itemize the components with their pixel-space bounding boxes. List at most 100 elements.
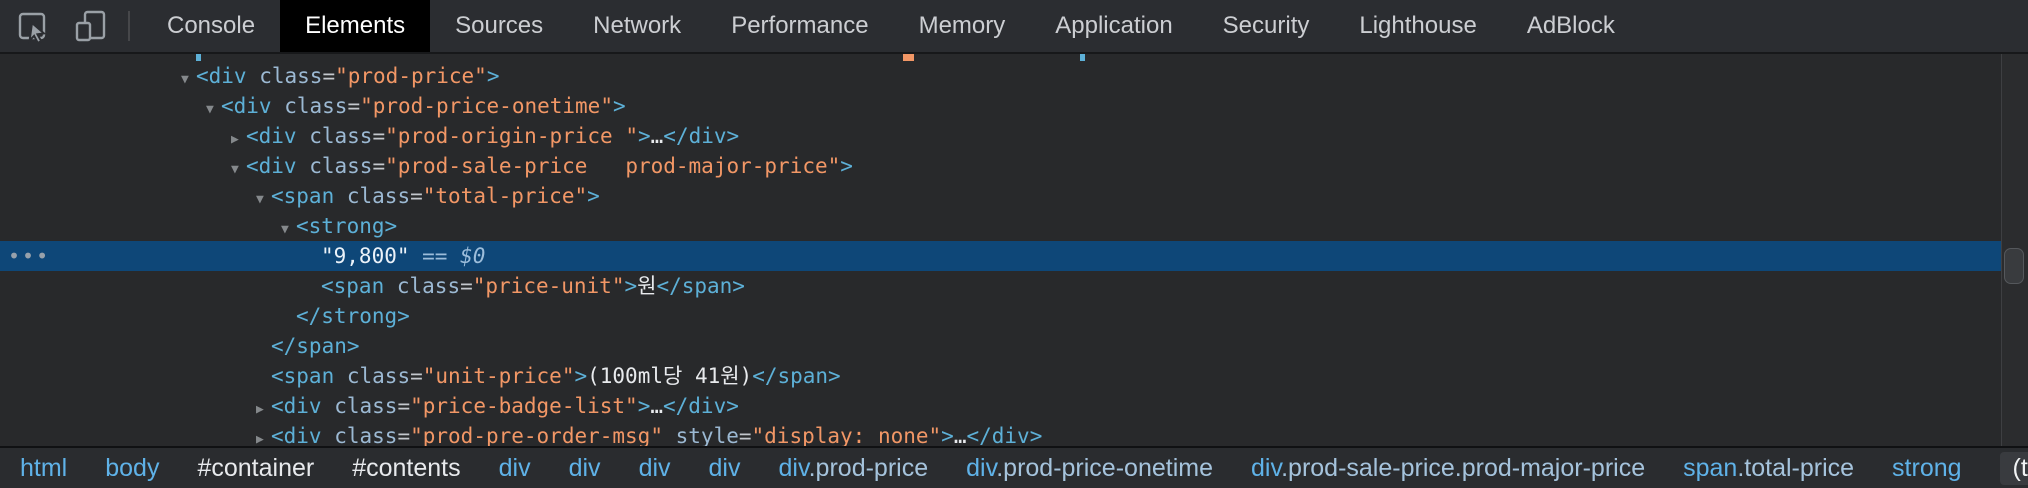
code-segment-eq: = (347, 94, 361, 118)
tree-row[interactable]: ▶<div class="price-badge-list">…</div> (0, 391, 2028, 421)
dom-tree-rows: ▼<div class="prod-price">▼<div class="pr… (0, 61, 2028, 446)
tab-sources[interactable]: Sources (455, 12, 544, 39)
code-segment-val: "prod-pre-order-msg" (410, 424, 663, 446)
tree-row[interactable]: ▼<div class="prod-sale-price prod-major-… (0, 151, 2028, 181)
clipped-text-fragment (903, 54, 914, 61)
code-segment-attr: style (675, 424, 739, 446)
tree-row[interactable]: <span class="unit-price">(100ml당 41원)</s… (0, 361, 2028, 391)
tab-security[interactable]: Security (1222, 12, 1310, 39)
breadcrumb-item[interactable]: #container (197, 454, 314, 483)
expand-arrow-down-icon[interactable]: ▼ (281, 222, 289, 237)
code-segment-tag: </div> (966, 424, 1043, 446)
expand-arrow-down-icon[interactable]: ▼ (256, 192, 264, 207)
breadcrumb-part-tag: div (498, 453, 531, 482)
row-overflow-menu-icon[interactable]: ••• (8, 244, 51, 268)
panel-tabs: Console Elements Sources Network Performance… (142, 0, 1640, 52)
code-segment-tag: <strong> (296, 214, 398, 238)
code-segment-plain (322, 424, 335, 446)
breadcrumb-item[interactable]: div (639, 454, 671, 483)
breadcrumb-item[interactable]: body (105, 454, 159, 483)
code-segment-attr: class (309, 124, 373, 148)
breadcrumb-part-tag: div (1250, 453, 1282, 482)
code-segment-tag: > (637, 394, 651, 418)
code-segment-tag: <span (271, 364, 335, 388)
code-segment-plain (272, 94, 285, 118)
breadcrumb-part-tag: div (778, 453, 809, 482)
code-segment-plain (297, 124, 310, 148)
expand-arrow-right-icon[interactable]: ▶ (256, 432, 264, 446)
tree-row[interactable]: </strong> (0, 301, 2028, 331)
code-segment-tag: <div (196, 64, 247, 88)
tab-memory[interactable]: Memory (918, 12, 1006, 39)
inspect-element-icon[interactable] (10, 3, 56, 49)
breadcrumb-item[interactable]: #contents (352, 454, 460, 483)
code-segment-attr: class (396, 274, 461, 298)
expand-arrow-right-icon[interactable]: ▶ (256, 402, 264, 417)
code-segment-tag: <div (246, 124, 297, 148)
code-segment-eq: = (372, 154, 386, 178)
breadcrumb-part-tag: div (708, 453, 741, 482)
breadcrumb-part-tag: strong (1892, 453, 1962, 482)
code-segment-plain (322, 394, 335, 418)
breadcrumb-item[interactable]: div (709, 454, 741, 483)
code-segment-plain (297, 154, 310, 178)
code-segment-attr: class (346, 364, 411, 388)
tree-row[interactable]: ▼<div class="prod-price-onetime"> (0, 91, 2028, 121)
tab-adblock[interactable]: AdBlock (1526, 12, 1615, 39)
expand-arrow-down-icon[interactable]: ▼ (206, 102, 214, 117)
breadcrumb-item[interactable]: div (499, 454, 531, 483)
code-segment-tag: > (574, 364, 588, 388)
breadcrumb-item[interactable]: div.prod-price-onetime (966, 454, 1213, 483)
tree-row-selected[interactable]: •••"9,800" == $0 (0, 241, 2028, 271)
breadcrumb-item[interactable]: div.prod-price (779, 454, 929, 483)
breadcrumb-item-selected[interactable]: (text) (1999, 451, 2028, 485)
code-segment-plain (663, 424, 676, 446)
tree-row[interactable]: <span class="price-unit">원</span> (0, 271, 2028, 301)
tab-performance[interactable]: Performance (731, 12, 869, 39)
breadcrumb-part-tag: body (105, 453, 160, 482)
tab-network[interactable]: Network (593, 12, 682, 39)
clipped-text-fragment (196, 54, 201, 61)
tree-row[interactable]: ▶<div class="prod-origin-price ">…</div> (0, 121, 2028, 151)
tree-row[interactable]: ▼<span class="total-price"> (0, 181, 2028, 211)
breadcrumb-item[interactable]: html (20, 454, 67, 483)
code-segment-tag: > (486, 64, 500, 88)
clipped-line (0, 54, 2028, 61)
code-segment-val: "prod-price-onetime" (360, 94, 613, 118)
code-segment-tag: <div (246, 154, 297, 178)
code-segment-eq: = (322, 64, 336, 88)
code-segment-hintvar: $0 (460, 244, 486, 268)
code-segment-tag: </strong> (296, 304, 410, 328)
tree-row[interactable]: ▼ <strong> (0, 211, 2028, 241)
tree-row[interactable]: ▶<div class="prod-pre-order-msg" style="… (0, 421, 2028, 446)
code-segment-tag: </span> (752, 364, 841, 388)
breadcrumb-item[interactable]: div (569, 454, 601, 483)
scrollbar-thumb[interactable] (2004, 248, 2024, 284)
code-segment-tag: <div (221, 94, 272, 118)
tab-elements[interactable]: Elements (280, 0, 431, 52)
breadcrumb-part-tag: html (20, 453, 68, 482)
tab-application[interactable]: Application (1055, 12, 1173, 39)
breadcrumb-item[interactable]: div.prod-sale-price.prod-major-price (1251, 454, 1645, 483)
tab-lighthouse[interactable]: Lighthouse (1359, 12, 1477, 39)
tree-row[interactable]: </span> (0, 331, 2028, 361)
code-segment-eq: = (372, 124, 386, 148)
code-segment-val: "unit-price" (422, 364, 575, 388)
breadcrumb-item[interactable]: span.total-price (1683, 454, 1854, 483)
expand-arrow-right-icon[interactable]: ▶ (231, 132, 239, 147)
code-segment-tag: </span> (271, 334, 360, 358)
breadcrumb-part-tag: span (1683, 453, 1738, 482)
code-segment-val: "price-unit" (472, 274, 625, 298)
breadcrumb-item[interactable]: strong (1892, 454, 1961, 483)
tree-row[interactable]: ▼<div class="prod-price"> (0, 61, 2028, 91)
code-segment-attr: class (334, 424, 398, 446)
tab-console[interactable]: Console (167, 12, 256, 39)
code-segment-val: "display: none" (751, 424, 942, 446)
code-segment-text: 원 (637, 274, 657, 298)
expand-arrow-down-icon[interactable]: ▼ (181, 72, 189, 87)
scrollbar-track[interactable] (2001, 54, 2028, 446)
device-toolbar-icon[interactable] (68, 3, 114, 49)
code-segment-tag: > (624, 274, 638, 298)
expand-arrow-down-icon[interactable]: ▼ (231, 162, 239, 177)
